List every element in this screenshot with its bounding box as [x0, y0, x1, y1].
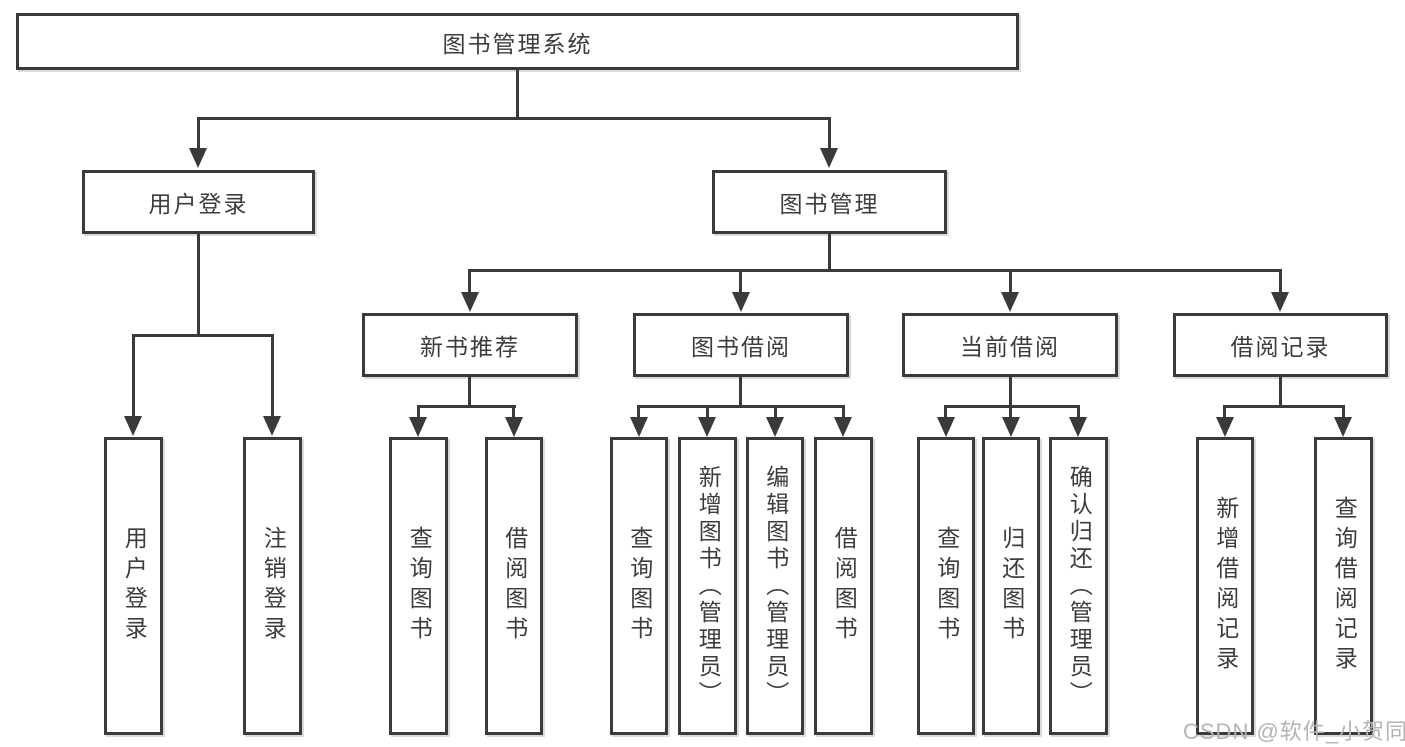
connector-book-mgmt-stem: [828, 234, 831, 272]
node-leaf-user-login-label: 用户登录: [121, 526, 148, 646]
arrowhead-icon: [409, 417, 427, 437]
arrowhead-icon: [1216, 417, 1234, 437]
arrowhead-icon: [1334, 417, 1352, 437]
node-leaf-add-borrow-record: 新增借阅记录: [1196, 437, 1254, 735]
connector-drop-book-mgmt: [828, 117, 831, 150]
connector-user-login-stem: [197, 234, 200, 337]
arrowhead-icon: [189, 148, 207, 168]
connector-groupC-rail: [944, 405, 1080, 408]
node-borrow-records: 借阅记录: [1173, 313, 1388, 377]
arrowhead-icon: [698, 417, 716, 437]
node-new-book-recommend: 新书推荐: [362, 313, 578, 377]
arrowhead-icon: [461, 292, 479, 312]
node-book-borrow-label: 图书借阅: [691, 334, 791, 360]
connector-groupC-drop: [1077, 405, 1080, 419]
node-current-borrow-label: 当前借阅: [960, 334, 1060, 360]
node-leaf-confirm-return-admin-label: 确认归还（管理员）: [1066, 464, 1093, 708]
node-leaf-logout: 注销登录: [243, 437, 302, 735]
connector-drop-current-borrow: [1009, 269, 1012, 295]
node-root-label: 图书管理系统: [442, 30, 593, 57]
arrowhead-icon: [1002, 417, 1020, 437]
node-leaf-query-borrow-record-label: 查询借阅记录: [1331, 496, 1358, 676]
node-leaf-query-books-current-label: 查询图书: [933, 526, 960, 646]
node-leaf-query-books-borrow: 查询图书: [610, 437, 668, 735]
connector-level2-rail: [197, 117, 831, 120]
node-current-borrow: 当前借阅: [902, 313, 1118, 377]
arrowhead-icon: [820, 148, 838, 168]
connector-groupC-drop: [944, 405, 947, 419]
arrowhead-icon: [937, 417, 955, 437]
connector-drop-logout-leaf: [271, 334, 274, 418]
node-leaf-return-book-label: 归还图书: [998, 526, 1025, 646]
arrowhead-icon: [834, 417, 852, 437]
connector-groupD-stem: [1279, 377, 1282, 408]
node-leaf-borrow-books-recommend-label: 借阅图书: [501, 526, 528, 646]
node-leaf-query-books-recommend: 查询图书: [389, 437, 448, 735]
arrowhead-icon: [1271, 292, 1289, 312]
connector-groupB-drop: [774, 405, 777, 419]
node-leaf-query-borrow-record: 查询借阅记录: [1314, 437, 1373, 735]
connector-drop-book-borrow: [739, 269, 742, 295]
node-leaf-borrow-books: 借阅图书: [814, 437, 873, 735]
node-leaf-query-books-borrow-label: 查询图书: [626, 526, 653, 646]
node-leaf-edit-book-admin: 编辑图书（管理员）: [746, 437, 804, 735]
connector-level3-rail: [468, 269, 1282, 272]
connector-groupA-drop: [512, 405, 515, 419]
connector-drop-login-leaf: [132, 334, 135, 418]
node-leaf-edit-book-admin-label: 编辑图书（管理员）: [762, 464, 789, 708]
node-leaf-logout-label: 注销登录: [260, 526, 287, 646]
node-book-borrow: 图书借阅: [633, 313, 849, 377]
connector-groupB-drop: [706, 405, 709, 419]
node-leaf-borrow-books-recommend: 借阅图书: [485, 437, 543, 735]
node-new-book-recommend-label: 新书推荐: [420, 334, 520, 360]
connector-groupC-drop: [1009, 405, 1012, 419]
node-user-login-label: 用户登录: [148, 191, 249, 217]
node-leaf-borrow-books-label: 借阅图书: [831, 526, 858, 646]
node-user-login: 用户登录: [82, 170, 315, 234]
node-leaf-query-books-recommend-label: 查询图书: [406, 526, 433, 646]
node-leaf-return-book: 归还图书: [982, 437, 1040, 735]
arrowhead-icon: [732, 292, 750, 312]
connector-drop-borrow-records: [1279, 269, 1282, 295]
connector-groupA-rail: [417, 405, 516, 408]
arrowhead-icon: [1001, 292, 1019, 312]
connector-drop-user-login: [197, 117, 200, 150]
connector-groupD-drop: [1342, 405, 1345, 419]
arrowhead-icon: [263, 416, 281, 436]
connector-groupA-drop: [417, 405, 420, 419]
connector-user-login-rail: [132, 334, 274, 337]
connector-groupB-drop: [842, 405, 845, 419]
node-book-management-label: 图书管理: [779, 191, 880, 217]
arrowhead-icon: [505, 417, 523, 437]
connector-root-stem: [516, 70, 519, 120]
connector-groupC-stem: [1009, 377, 1012, 408]
connector-drop-new-book: [468, 269, 471, 295]
connector-groupD-rail: [1223, 405, 1345, 408]
arrowhead-icon: [124, 416, 142, 436]
connector-groupB-drop: [637, 405, 640, 419]
node-borrow-records-label: 借阅记录: [1230, 334, 1331, 360]
connector-groupA-stem: [468, 377, 471, 408]
arrowhead-icon: [1069, 417, 1087, 437]
node-leaf-add-book-admin-label: 新增图书（管理员）: [695, 464, 722, 708]
node-leaf-user-login: 用户登录: [104, 437, 163, 735]
connector-groupB-rail: [637, 405, 845, 408]
node-leaf-add-borrow-record-label: 新增借阅记录: [1212, 496, 1239, 676]
connector-groupB-stem: [739, 377, 742, 408]
node-book-management: 图书管理: [712, 170, 947, 234]
node-leaf-confirm-return-admin: 确认归还（管理员）: [1049, 437, 1108, 735]
arrowhead-icon: [766, 417, 784, 437]
watermark-text: CSDN @软件_小贺同学: [1183, 719, 1405, 744]
connector-groupD-drop: [1223, 405, 1226, 419]
node-root: 图书管理系统: [16, 13, 1019, 70]
node-leaf-query-books-current: 查询图书: [917, 437, 975, 735]
arrowhead-icon: [630, 417, 648, 437]
node-leaf-add-book-admin: 新增图书（管理员）: [678, 437, 737, 735]
